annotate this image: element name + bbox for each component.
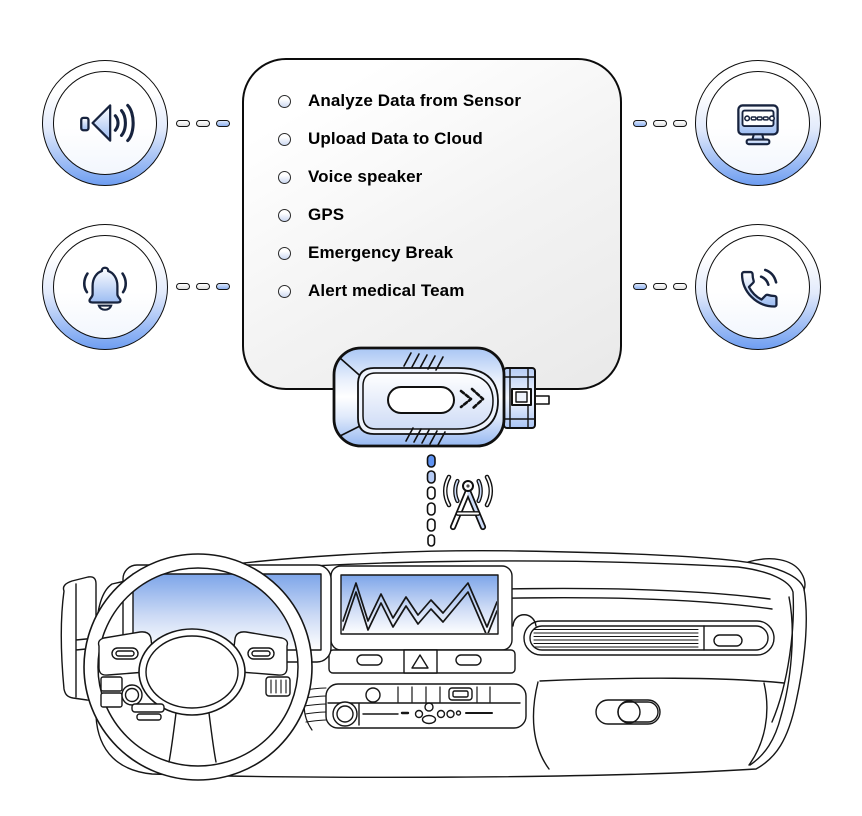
list-item: Voice speaker [278, 158, 620, 196]
list-item: Upload Data to Cloud [278, 120, 620, 158]
list-item: Alert medical Team [278, 272, 620, 310]
connector-dash [196, 283, 210, 290]
circle-bullet-icon [278, 132, 291, 146]
alarm-bell-icon [82, 266, 128, 311]
connector-dash [216, 120, 230, 127]
circle-bullet-icon [278, 94, 291, 108]
connector-dash [176, 120, 190, 127]
signal-dashed-line [426, 454, 436, 547]
node-monitor [695, 60, 821, 186]
feature-label: Analyze Data from Sensor [308, 91, 522, 110]
volume-speaker-icon [80, 103, 135, 143]
node-phone-call [695, 224, 821, 350]
feature-list: Analyze Data from Sensor Upload Data to … [244, 60, 620, 310]
connector-dash [196, 120, 210, 127]
connector-dash [653, 120, 667, 127]
connector-dash [633, 120, 647, 127]
feature-label: Voice speaker [308, 167, 423, 186]
list-item: Analyze Data from Sensor [278, 82, 620, 120]
feature-label: Upload Data to Cloud [308, 129, 483, 148]
feature-label: Emergency Break [308, 243, 454, 262]
node-inner-ring [706, 235, 810, 339]
list-item: Emergency Break [278, 234, 620, 272]
broadcast-antenna-icon [442, 474, 494, 531]
monitor-screen-icon [737, 104, 779, 146]
feature-panel: Analyze Data from Sensor Upload Data to … [242, 58, 622, 390]
circle-bullet-icon [278, 208, 291, 222]
circle-bullet-icon [278, 246, 291, 260]
node-alarm-bell [42, 224, 168, 350]
phone-call-icon [740, 268, 778, 308]
node-inner-ring [706, 71, 810, 175]
node-inner-ring [53, 71, 157, 175]
node-inner-ring [53, 235, 157, 339]
feature-label: GPS [308, 205, 345, 224]
list-item: GPS [278, 196, 620, 234]
node-voice-speaker [42, 60, 168, 186]
circle-bullet-icon [278, 170, 291, 184]
connector-dash [216, 283, 230, 290]
connector-dash [653, 283, 667, 290]
connector-dash [176, 283, 190, 290]
connector-dash [673, 120, 687, 127]
connector-dash [673, 283, 687, 290]
circle-bullet-icon [278, 284, 291, 298]
connector-dash [633, 283, 647, 290]
feature-label: Alert medical Team [308, 281, 465, 300]
car-dashboard-line-art [60, 550, 807, 781]
